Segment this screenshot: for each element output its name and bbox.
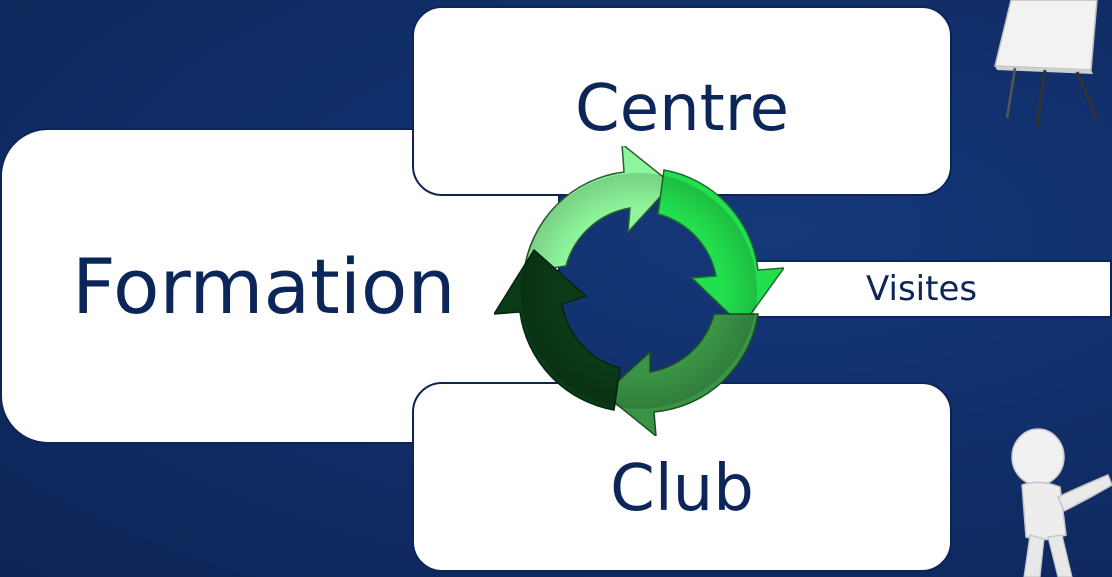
presenter-figure-icon (1011, 428, 1112, 577)
club-label: Club (610, 452, 754, 526)
flipchart-icon (994, 0, 1099, 127)
club-box: Club (412, 382, 952, 572)
formation-label: Formation (72, 241, 456, 331)
visites-box: Visites (740, 260, 1112, 318)
centre-label: Centre (575, 72, 789, 146)
cycle-arrows-icon (494, 146, 784, 436)
visites-label: Visites (866, 269, 978, 309)
